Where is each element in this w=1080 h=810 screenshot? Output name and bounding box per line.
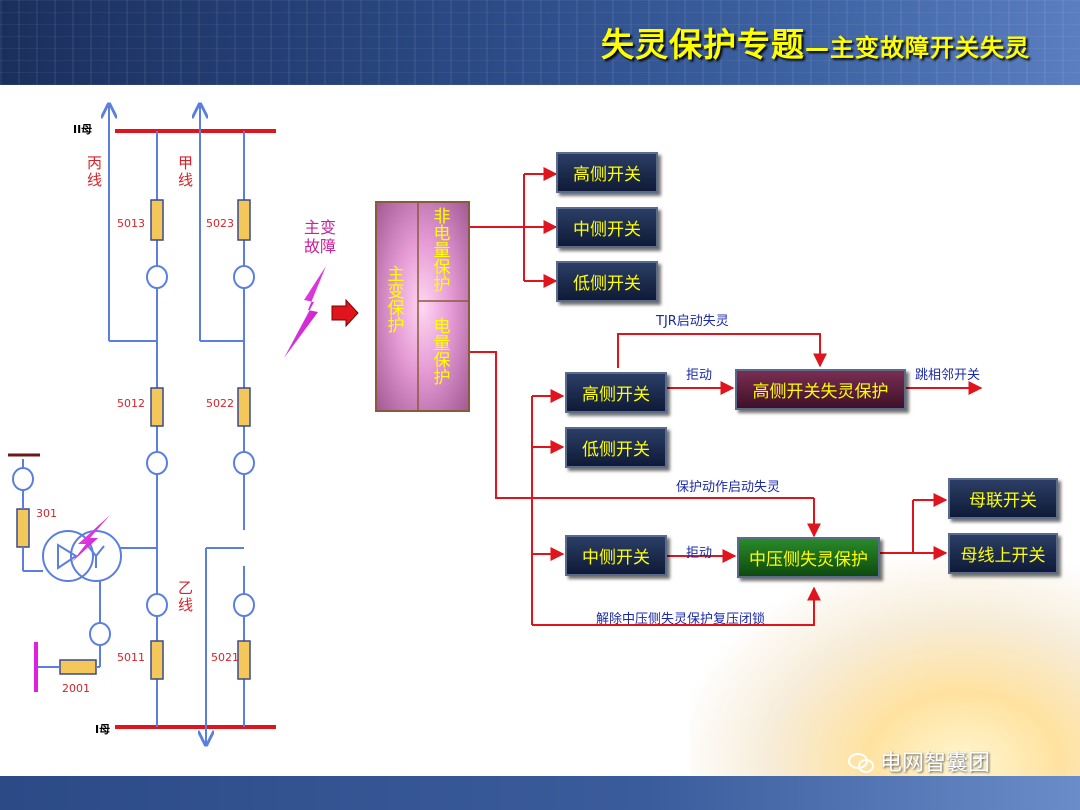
flow-label-trip-adjacent: 跳相邻开关 <box>915 368 981 383</box>
header-circuit-pattern <box>0 0 1080 85</box>
footer-bar <box>0 776 1080 810</box>
box-low-breaker-1: 低侧开关 <box>556 261 658 302</box>
bus-i-label: I母 <box>95 723 111 736</box>
breaker-5023-label: 5023 <box>206 217 234 230</box>
breaker-5022-label: 5022 <box>206 397 234 410</box>
protection-electrical-label: 电量保护 <box>433 317 451 388</box>
flow-label-tjr: TJR启动失灵 <box>656 314 729 329</box>
page-title: 失灵保护专题—主变故障开关失灵 <box>601 18 1030 66</box>
breaker-5021-label: 5021 <box>211 651 239 664</box>
fault-label: 主变故障 <box>303 218 336 256</box>
box-bus-coupler: 母联开关 <box>948 478 1058 519</box>
transformer-protection-block: 主变保护 非电量保护 电量保护 <box>375 201 470 412</box>
line-jia-label: 甲线 <box>178 154 194 189</box>
flow-electrical <box>470 333 983 626</box>
breaker-2001-label: 2001 <box>62 682 90 695</box>
breaker-5013-label: 5013 <box>117 217 145 230</box>
line-yi-label: 乙线 <box>178 579 194 614</box>
protection-non-electrical-label: 非电量保护 <box>433 207 451 295</box>
bay-2 <box>200 104 245 745</box>
title-sub: —主变故障开关失灵 <box>805 34 1030 62</box>
header-banner: 失灵保护专题—主变故障开关失灵 <box>0 0 1080 85</box>
breaker-301-label: 301 <box>36 507 57 520</box>
box-low-breaker-2: 低侧开关 <box>565 427 667 468</box>
flow-label-protection-start: 保护动作启动失灵 <box>676 480 781 495</box>
box-high-breaker-2: 高侧开关 <box>565 372 667 413</box>
box-mid-voltage-failure-protection: 中压侧失灵保护 <box>737 537 880 578</box>
trigger-arrow-icon <box>331 298 359 328</box>
bay-1 <box>109 104 158 727</box>
fault-bolt-large <box>284 266 326 358</box>
protection-main-label: 主变保护 <box>387 265 405 336</box>
flow-label-refuse-2: 拒动 <box>686 546 713 561</box>
bus-ii-label: II母 <box>73 123 93 136</box>
box-bus-breaker: 母线上开关 <box>948 533 1058 574</box>
flow-non-electrical <box>470 167 558 288</box>
box-mid-breaker-2: 中侧开关 <box>565 535 667 576</box>
current-transformers <box>12 265 255 646</box>
flow-label-refuse-1: 拒动 <box>686 368 713 383</box>
breakers <box>16 199 251 680</box>
box-high-breaker-failure-protection: 高侧开关失灵保护 <box>735 369 906 410</box>
box-mid-breaker-1: 中侧开关 <box>556 207 658 248</box>
breaker-5011-label: 5011 <box>117 651 145 664</box>
wechat-icon <box>848 753 874 773</box>
line-bing-label: 丙线 <box>87 154 103 189</box>
transformer <box>22 459 122 668</box>
background-sunset-glow <box>690 560 1080 776</box>
box-high-breaker-1: 高侧开关 <box>556 152 658 193</box>
fault-bolt-small <box>72 515 110 562</box>
protection-dividers <box>417 201 470 412</box>
breaker-5012-label: 5012 <box>117 397 145 410</box>
flow-label-release-lock: 解除中压侧失灵保护复压闭锁 <box>596 612 766 627</box>
watermark-text: 电网智囊团 <box>880 751 991 776</box>
title-main: 失灵保护专题 <box>601 25 805 64</box>
